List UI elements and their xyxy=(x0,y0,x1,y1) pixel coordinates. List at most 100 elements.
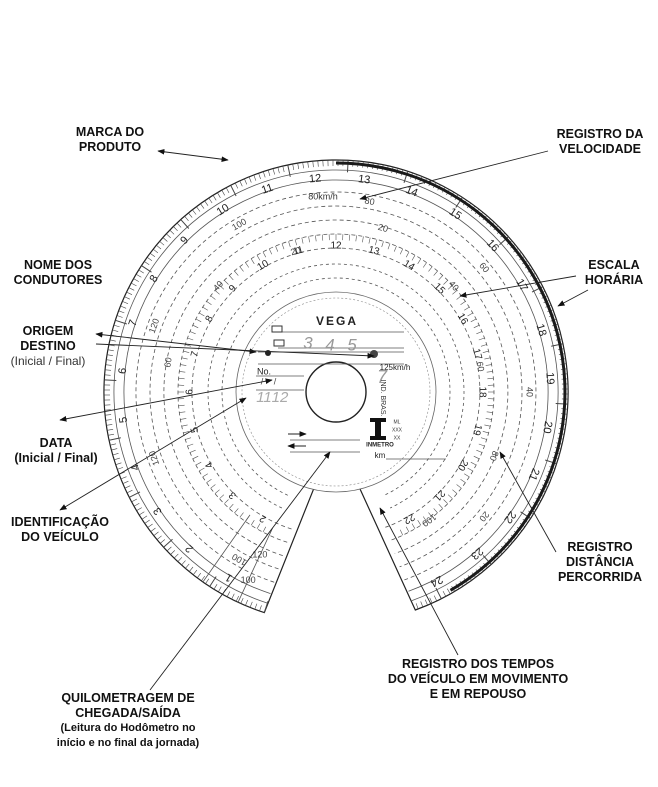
minute-tick xyxy=(196,572,202,579)
minute-tick xyxy=(267,170,271,176)
inner-tick xyxy=(181,357,188,360)
label-registro-tempos: REGISTRO DOS TEMPOS DO VEÍCULO EM MOVIME… xyxy=(380,657,576,702)
label-origem-destino: ORIGEM DESTINO (Inicial / Final) xyxy=(0,324,96,369)
minute-tick xyxy=(126,291,133,295)
minute-tick xyxy=(218,586,222,593)
inner-tick xyxy=(275,245,279,252)
minute-tick xyxy=(253,174,257,181)
inner-tick xyxy=(480,344,487,347)
inner-tick xyxy=(460,478,466,483)
minute-tick xyxy=(297,163,299,170)
minute-tick xyxy=(156,244,162,250)
leader-escala-inner xyxy=(459,275,577,298)
minute-tick xyxy=(212,195,217,201)
minute-tick xyxy=(146,257,153,262)
label-line: ESCALA xyxy=(588,258,640,272)
speed-unit-label: 80km/h xyxy=(308,191,338,201)
inner-tick xyxy=(256,255,261,261)
inner-tick xyxy=(456,484,462,489)
brand-logo: VEGA xyxy=(316,314,358,328)
hour-label: 1 xyxy=(223,571,234,584)
minute-tick xyxy=(302,162,304,169)
ray-label: 120 xyxy=(252,549,267,559)
minute-tick xyxy=(277,167,280,174)
hour-label: 13 xyxy=(357,173,371,187)
label-quilometragem: QUILOMETRAGEM DE CHEGADA/SAÍDA (Leitura … xyxy=(24,691,232,751)
minute-tick xyxy=(204,200,209,206)
inner-tick xyxy=(192,324,199,329)
inmetro-code: ML xyxy=(394,419,401,425)
minute-tick xyxy=(263,171,266,178)
inner-tick xyxy=(202,306,208,311)
hour-label: 8 xyxy=(148,273,161,285)
minute-tick xyxy=(139,511,145,516)
label-line: CONDUTORES xyxy=(13,273,103,287)
inner-tick xyxy=(294,239,297,246)
inner-tick xyxy=(484,424,491,427)
minute-tick xyxy=(259,605,262,612)
speed-value: 80 xyxy=(488,449,501,462)
inner-tick xyxy=(262,251,267,258)
inner-tick xyxy=(478,337,485,341)
minute-tick xyxy=(192,569,198,575)
minute-tick xyxy=(141,515,148,520)
label-escala-horaria: ESCALA HORÁRIA xyxy=(576,258,652,288)
minute-tick xyxy=(116,315,123,318)
minute-tick xyxy=(248,176,252,183)
minute-tick xyxy=(221,189,225,196)
inner-tick xyxy=(443,280,448,285)
minute-tick xyxy=(249,601,253,608)
minute-tick xyxy=(292,164,295,171)
speed-value: 40 xyxy=(211,279,225,293)
inner-tick xyxy=(411,523,416,529)
minute-tick xyxy=(230,185,237,197)
inner-tick xyxy=(486,411,493,413)
minute-tick xyxy=(163,538,173,548)
handwritten-date: 12 xyxy=(272,389,289,406)
disc-chart: 1234567891011121314151617181920212223241… xyxy=(103,159,569,614)
label-registro-velocidade: REGISTRO DA VELOCIDADE xyxy=(548,127,652,157)
inner-tick xyxy=(487,404,494,407)
hour-label: 15 xyxy=(447,206,464,223)
speed-value: 80 xyxy=(364,195,376,207)
ray-label: 100 xyxy=(241,575,256,585)
hour-label: 11 xyxy=(260,182,275,197)
speed-inner-unit: 125km/h xyxy=(380,363,411,372)
inner-tick xyxy=(179,371,186,373)
leader-destino xyxy=(95,343,375,359)
minute-tick xyxy=(415,603,419,610)
leader-velocidade xyxy=(359,150,549,201)
speed-value: 40 xyxy=(525,387,535,397)
minute-tick xyxy=(153,248,159,254)
inmetro-code: XXX xyxy=(392,427,403,433)
inner-tick xyxy=(214,290,220,295)
hour-label: 6 xyxy=(117,367,130,374)
label-line: QUILOMETRAGEM DE xyxy=(61,691,195,705)
minute-tick xyxy=(131,282,137,287)
inner-tick xyxy=(485,364,492,366)
inner-tick xyxy=(239,512,244,518)
inner-tick xyxy=(476,331,483,335)
inner-tick xyxy=(464,306,470,311)
label-data: DATA (Inicial / Final) xyxy=(6,436,106,466)
handwritten-digit: 5 xyxy=(347,335,357,354)
speed-value: 40 xyxy=(447,279,461,293)
inner-tick xyxy=(486,371,493,373)
label-line: REGISTRO DA xyxy=(556,127,644,141)
minute-tick xyxy=(115,319,127,325)
inner-tick xyxy=(447,494,453,499)
inner-hour-label: 22 xyxy=(401,511,417,526)
inner-tick xyxy=(467,467,473,472)
inner-tick xyxy=(229,275,234,281)
label-line: (Inicial / Final) xyxy=(14,451,98,465)
minute-tick xyxy=(177,557,183,562)
inner-tick xyxy=(438,503,443,509)
inner-tick xyxy=(433,270,438,276)
inner-tick xyxy=(301,237,304,244)
minute-tick xyxy=(113,324,120,328)
inner-hour-label: 10 xyxy=(256,258,272,273)
leader-marca xyxy=(157,148,229,163)
leader-veiculo xyxy=(59,397,247,511)
handwritten-date: 11 xyxy=(256,389,272,406)
label-note: (Inicial / Final) xyxy=(10,354,86,368)
